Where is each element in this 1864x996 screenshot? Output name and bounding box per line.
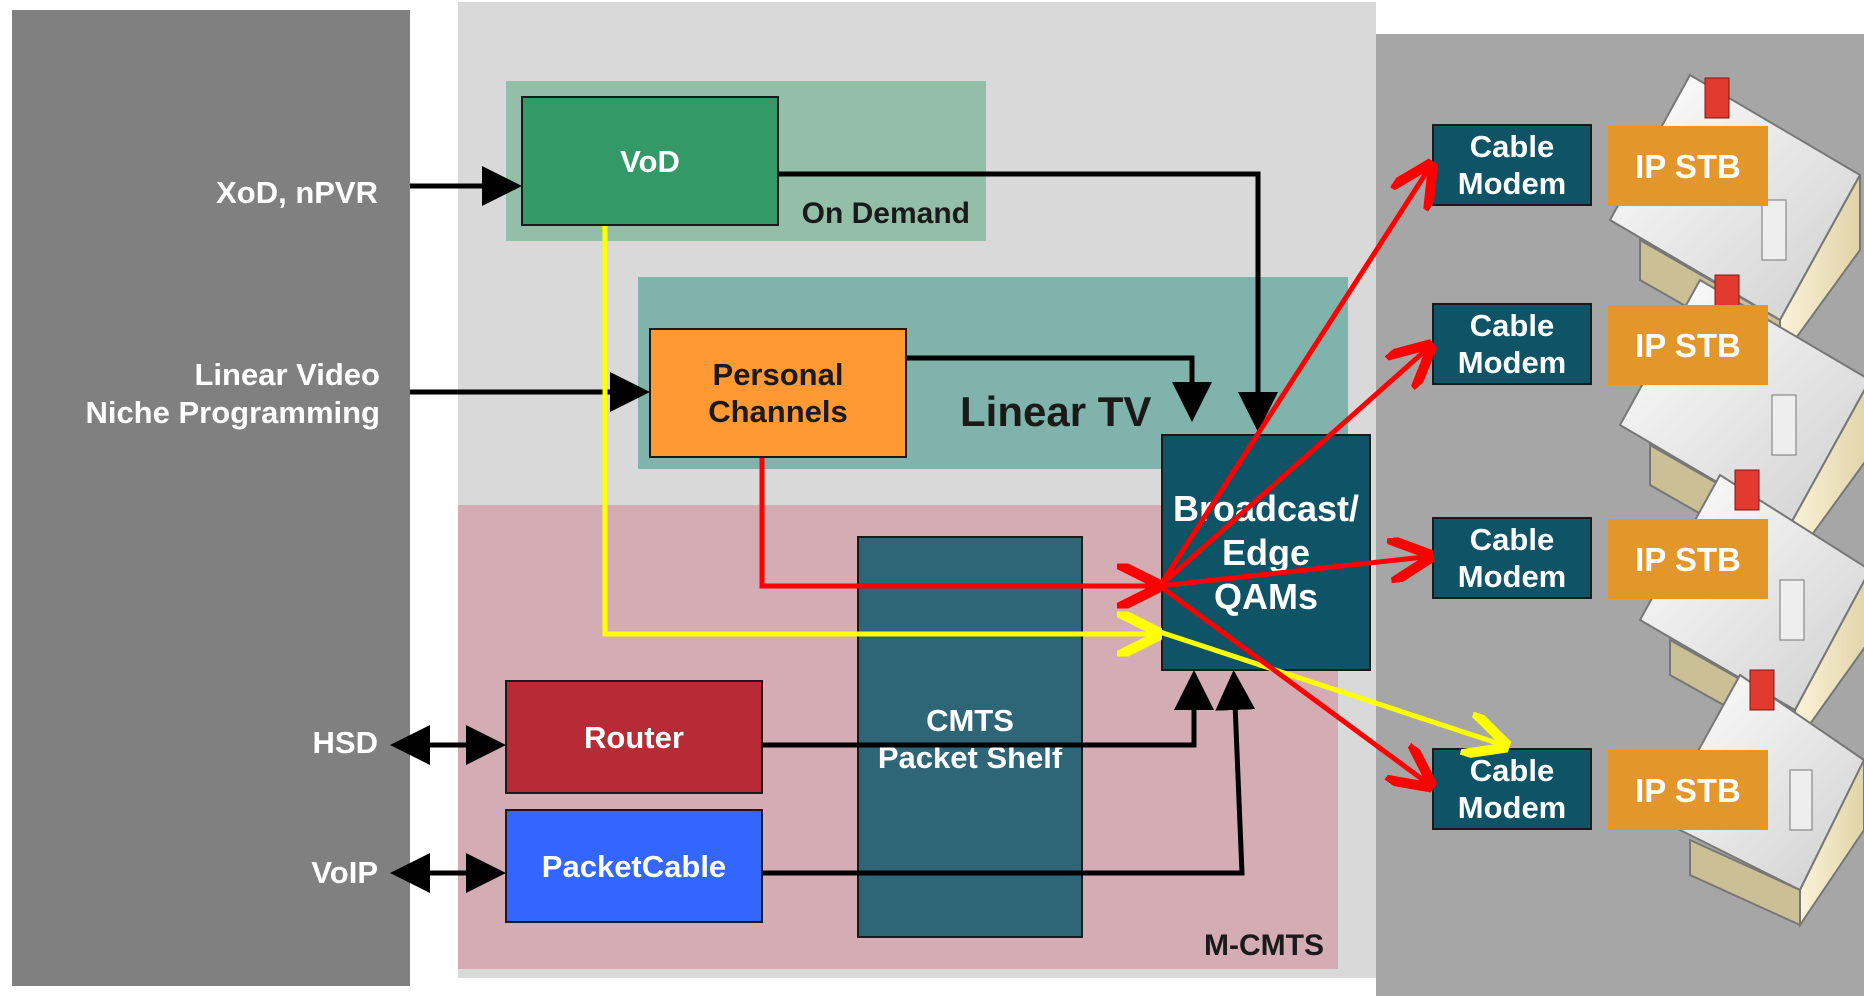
arrow-vod-to-qam bbox=[779, 171, 1278, 432]
packetcable-box: PacketCable bbox=[505, 809, 763, 923]
cmts-label-1: CMTS bbox=[926, 703, 1014, 738]
cable-modem-3: Cable Modem bbox=[1432, 517, 1592, 599]
cable-modem-3-label-2: Modem bbox=[1457, 559, 1567, 594]
qam-box: Broadcast/ Edge QAMs bbox=[1161, 434, 1371, 671]
arrow-qam-to-modem4-red bbox=[1158, 583, 1426, 782]
vod-box: VoD bbox=[521, 96, 779, 226]
left-panel bbox=[12, 10, 410, 986]
personal-channels-label-2: Channels bbox=[708, 394, 848, 429]
on-demand-label: On Demand bbox=[801, 197, 970, 230]
arrow-personal-to-qam-red bbox=[759, 458, 1152, 586]
cable-modem-1-label-2: Modem bbox=[1457, 166, 1567, 201]
input-voip-label: VoIP bbox=[311, 855, 378, 890]
mcmts-label: M-CMTS bbox=[1204, 929, 1324, 962]
ip-stb-4: IP STB bbox=[1608, 750, 1768, 830]
cable-modem-1: Cable Modem bbox=[1432, 124, 1592, 206]
router-label: Router bbox=[584, 719, 684, 755]
cable-modem-1-label-1: Cable bbox=[1469, 129, 1555, 164]
ip-stb-3: IP STB bbox=[1608, 519, 1768, 599]
vod-label: VoD bbox=[620, 143, 680, 179]
arrow-qam-to-modem2-red bbox=[1158, 350, 1426, 588]
router-box: Router bbox=[505, 680, 763, 794]
cable-modem-2-label-2: Modem bbox=[1457, 345, 1567, 380]
arrow-personal-to-qam bbox=[907, 355, 1212, 422]
cable-modem-3-label-1: Cable bbox=[1469, 522, 1555, 557]
arrow-qam-to-modem1-red bbox=[1157, 170, 1428, 588]
input-xod-label: XoD, nPVR bbox=[216, 175, 378, 210]
qam-label-2: Edge bbox=[1221, 531, 1310, 573]
input-niche-programming-label: Niche Programming bbox=[85, 395, 380, 430]
arrow-qam-to-modem4-yellow bbox=[1159, 629, 1500, 744]
ip-stb-1: IP STB bbox=[1608, 126, 1768, 206]
cable-modem-4-label-2: Modem bbox=[1457, 790, 1567, 825]
arrow-router-to-qam bbox=[763, 670, 1214, 748]
cable-modem-2-label-1: Cable bbox=[1469, 308, 1555, 343]
arrow-vod-to-qam-yellow bbox=[602, 226, 1152, 634]
cable-modem-4: Cable Modem bbox=[1432, 748, 1592, 830]
input-linear-video-label: Linear Video bbox=[194, 357, 381, 392]
ip-stb-3-label: IP STB bbox=[1635, 540, 1741, 578]
personal-channels-label-1: Personal bbox=[712, 357, 844, 392]
ip-stb-4-label: IP STB bbox=[1635, 771, 1741, 809]
arrow-qam-to-modem3-red bbox=[1159, 557, 1424, 589]
qam-label-3: QAMs bbox=[1213, 575, 1318, 617]
linear-tv-label: Linear TV bbox=[960, 388, 1152, 435]
ip-stb-1-label: IP STB bbox=[1635, 147, 1741, 185]
packetcable-label: PacketCable bbox=[541, 848, 727, 884]
arrow-packetcable-to-qam bbox=[763, 670, 1256, 876]
input-hsd-label: HSD bbox=[312, 725, 378, 760]
ip-stb-2-label: IP STB bbox=[1635, 326, 1741, 364]
ip-stb-2: IP STB bbox=[1608, 305, 1768, 385]
personal-channels-box: Personal Channels bbox=[649, 328, 907, 458]
